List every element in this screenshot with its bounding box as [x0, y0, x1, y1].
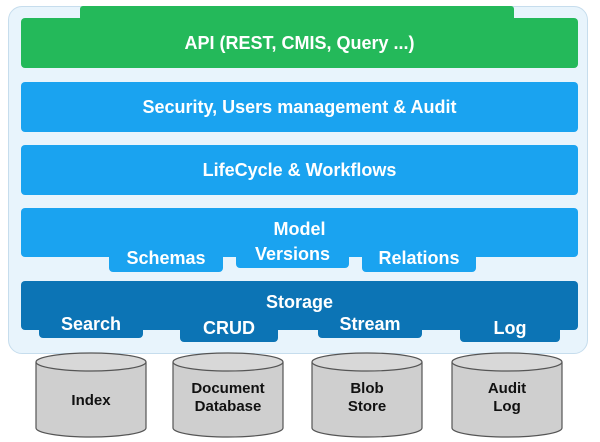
- store-label-line2: Log: [493, 398, 521, 415]
- store-label-line1: Index: [71, 392, 111, 409]
- storage-item-log: Log: [460, 316, 560, 342]
- storage-layer-label: Storage: [265, 292, 334, 312]
- document-database-cylinder: Document Database: [172, 352, 284, 438]
- store-label-line2: Store: [347, 398, 387, 415]
- model-item-versions: Versions: [236, 242, 349, 268]
- audit-log-cylinder: Audit Log: [451, 352, 563, 438]
- storage-item-stream: Stream: [318, 312, 422, 338]
- lifecycle-layer: LifeCycle & Workflows: [21, 145, 578, 195]
- model-item-schemas: Schemas: [109, 246, 223, 272]
- api-layer-label: API (REST, CMIS, Query ...): [184, 33, 415, 53]
- store-label-line1: Audit: [487, 380, 527, 397]
- database-cylinder-icon: [311, 352, 423, 438]
- database-cylinder-icon: [35, 352, 147, 438]
- database-cylinder-icon: [451, 352, 563, 438]
- storage-item-search: Search: [39, 312, 143, 338]
- model-item-relations: Relations: [362, 246, 476, 272]
- store-label-line1: Blob: [350, 380, 384, 397]
- model-layer-label: Model: [273, 219, 326, 239]
- api-layer: API (REST, CMIS, Query ...): [21, 18, 578, 68]
- store-label-line1: Document: [191, 380, 265, 397]
- security-layer: Security, Users management & Audit: [21, 82, 578, 132]
- store-label-line2: Database: [194, 398, 262, 415]
- blob-store-cylinder: Blob Store: [311, 352, 423, 438]
- security-layer-label: Security, Users management & Audit: [142, 97, 457, 117]
- storage-item-crud: CRUD: [180, 316, 278, 342]
- lifecycle-layer-label: LifeCycle & Workflows: [202, 160, 397, 180]
- index-database-cylinder: Index: [35, 352, 147, 438]
- database-cylinder-icon: [172, 352, 284, 438]
